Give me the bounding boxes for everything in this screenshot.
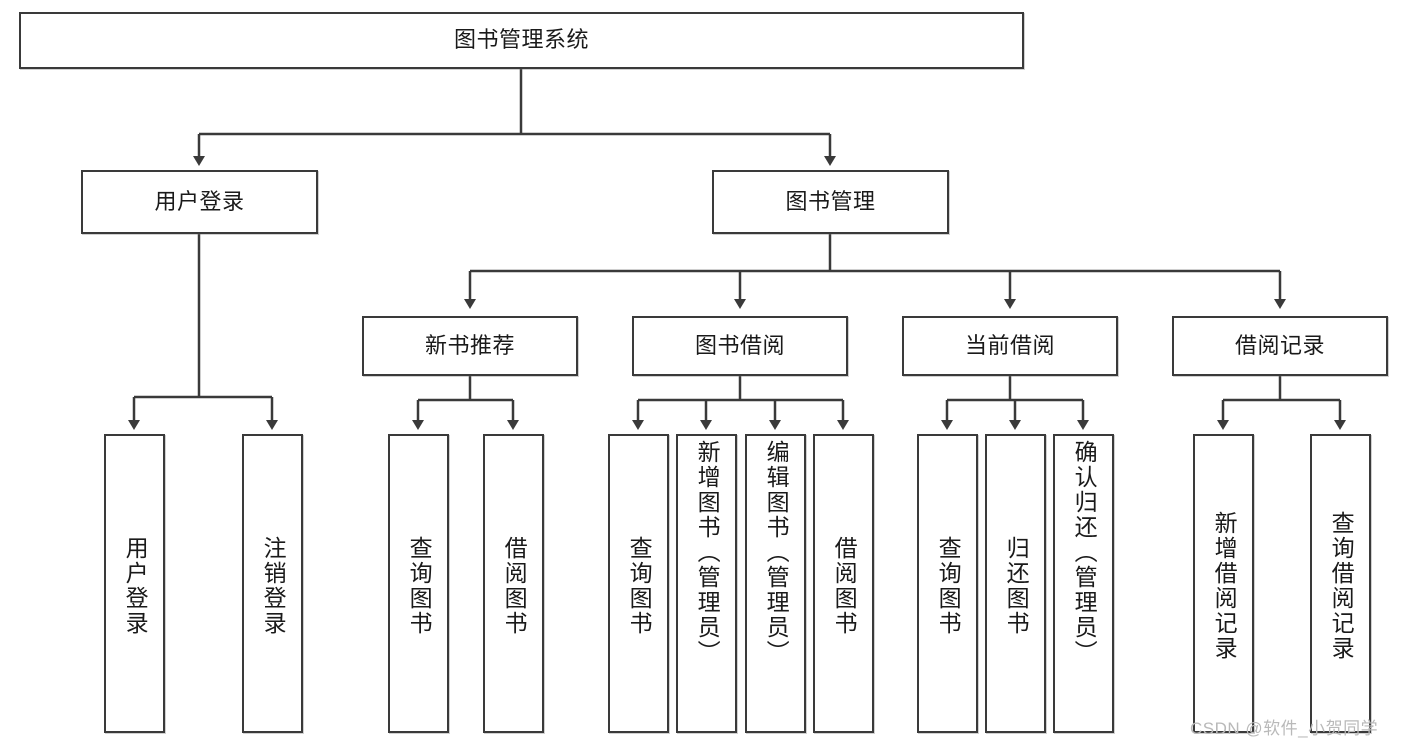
node-current-borrow-label: 当前借阅 [964,332,1055,358]
leaf-current-confirm-return[interactable]: 确认归还（管理员） [1053,434,1114,733]
leaf-newbook-query-book-label: 查询图书 [406,535,433,636]
leaf-newbook-borrow-book[interactable]: 借阅图书 [483,434,544,733]
node-borrow-record-label: 借阅记录 [1234,332,1325,358]
node-book-borrow-label: 图书借阅 [694,332,785,358]
leaf-record-add-record-label: 新增借阅记录 [1211,510,1238,661]
leaf-current-confirm-return-label: 确认归还（管理员） [1071,440,1098,665]
leaf-newbook-borrow-book-label: 借阅图书 [501,535,528,636]
leaf-borrow-edit-book-label: 编辑图书（管理员） [763,440,790,665]
leaf-current-query-book-label: 查询图书 [935,535,962,636]
leaf-borrow-edit-book[interactable]: 编辑图书（管理员） [745,434,806,733]
leaf-logout-login[interactable]: 注销登录 [242,434,303,733]
leaf-current-return-book-label: 归还图书 [1003,535,1030,636]
node-user-login-label: 用户登录 [154,188,245,214]
leaf-borrow-query-book-label: 查询图书 [626,535,653,636]
leaf-record-query-record-label: 查询借阅记录 [1328,510,1355,661]
leaf-record-add-record[interactable]: 新增借阅记录 [1193,434,1254,733]
node-book-manage-label: 图书管理 [785,188,876,214]
node-book-manage[interactable]: 图书管理 [712,170,949,234]
leaf-user-login[interactable]: 用户登录 [104,434,165,733]
leaf-borrow-borrow-book[interactable]: 借阅图书 [813,434,874,733]
csdn-watermark: CSDN @软件_小贺同学 [1190,719,1379,738]
leaf-user-login-label: 用户登录 [122,535,149,636]
node-book-borrow[interactable]: 图书借阅 [632,316,848,376]
node-root-label: 图书管理系统 [453,27,589,53]
leaf-borrow-add-book[interactable]: 新增图书（管理员） [676,434,737,733]
leaf-borrow-query-book[interactable]: 查询图书 [608,434,669,733]
leaf-current-return-book[interactable]: 归还图书 [985,434,1046,733]
node-root[interactable]: 图书管理系统 [19,12,1024,69]
leaf-logout-login-label: 注销登录 [260,535,287,636]
leaf-borrow-add-book-label: 新增图书（管理员） [694,440,721,665]
node-borrow-record[interactable]: 借阅记录 [1172,316,1388,376]
leaf-borrow-borrow-book-label: 借阅图书 [831,535,858,636]
leaf-record-query-record[interactable]: 查询借阅记录 [1310,434,1371,733]
node-current-borrow[interactable]: 当前借阅 [902,316,1118,376]
node-user-login[interactable]: 用户登录 [81,170,318,234]
leaf-newbook-query-book[interactable]: 查询图书 [388,434,449,733]
leaf-current-query-book[interactable]: 查询图书 [917,434,978,733]
node-new-book-recommend-label: 新书推荐 [424,332,515,358]
node-new-book-recommend[interactable]: 新书推荐 [362,316,578,376]
